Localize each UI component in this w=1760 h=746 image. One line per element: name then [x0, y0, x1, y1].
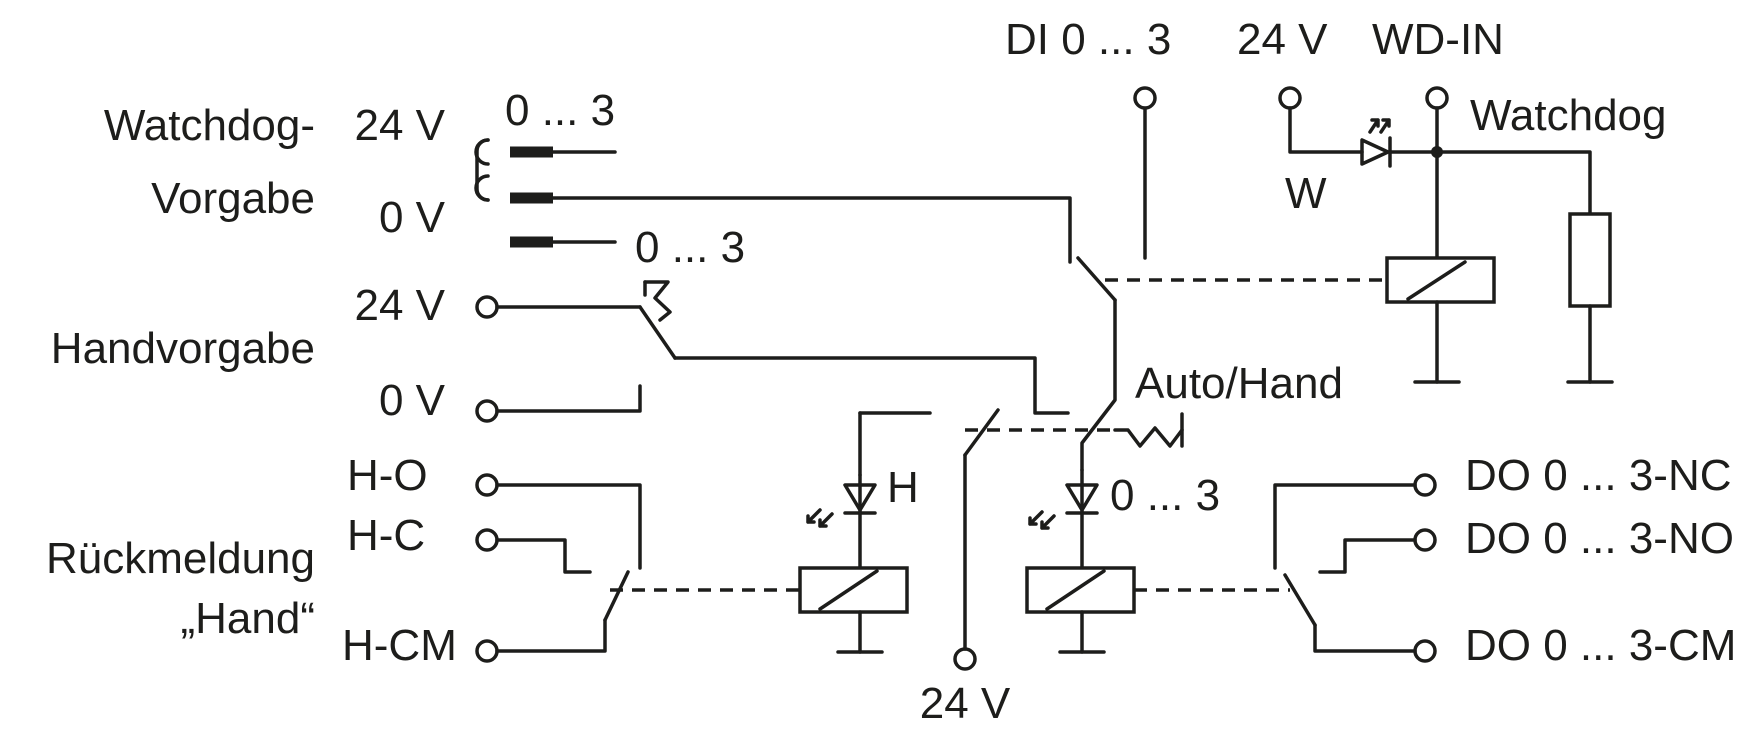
handvorgabe-label: Handvorgabe [51, 324, 315, 373]
output-relay-coil [1025, 566, 1136, 614]
do-nc-label: DO 0 ... 3-NC [1465, 451, 1732, 500]
handvorgabe-0v-label: 0 V [379, 376, 446, 425]
watchdog-relay-coil [1385, 256, 1496, 304]
h-led-label: H [887, 463, 919, 512]
auto-hand-switch [858, 408, 1184, 651]
rueckmeldung-label-line1: Rückmeldung [46, 534, 315, 583]
watchdog-vorgabe-range-bottom: 0 ... 3 [635, 223, 745, 272]
wd-in-label: WD-IN [1372, 15, 1504, 64]
w-label: W [1285, 169, 1327, 218]
output-relay-circuit [1025, 468, 1290, 654]
terminal-do-nc [1413, 473, 1437, 497]
terminal-h-c [475, 528, 499, 552]
watchdog-vorgabe-label-line2: Vorgabe [151, 174, 315, 223]
watchdog-led-icon [1360, 138, 1390, 166]
do-no-label: DO 0 ... 3-NO [1465, 514, 1734, 563]
led-range-label: 0 ... 3 [1110, 471, 1220, 520]
watchdog-0v-wire [551, 96, 1147, 472]
watchdog-vorgabe-plug [474, 138, 617, 248]
terminal-h-o [475, 473, 499, 497]
watchdog-resistor [1568, 212, 1612, 308]
terminal-hand-0v [475, 399, 499, 423]
bottom-24v-label: 24 V [920, 679, 1011, 728]
watchdog-vorgabe-range-top: 0 ... 3 [505, 86, 615, 135]
terminal-do-no [1413, 528, 1437, 552]
h-relay-coil [798, 566, 909, 614]
terminal-di [1133, 86, 1157, 110]
watchdog-vorgabe-0v-label: 0 V [379, 193, 446, 242]
labels: Watchdog- Vorgabe 24 V 0 V 0 ... 3 0 ...… [46, 15, 1736, 728]
do-cm-label: DO 0 ... 3-CM [1465, 621, 1736, 670]
rueckmeldung-label-line2: „Hand“ [181, 594, 316, 643]
di-label: DI 0 ... 3 [1005, 15, 1171, 64]
auto-hand-label: Auto/Hand [1135, 359, 1343, 408]
terminal-wd-in [1425, 86, 1449, 110]
h-relay-circuit [610, 473, 909, 654]
terminal-bottom-24v [953, 647, 977, 671]
terminal-h-cm [475, 639, 499, 663]
h-cm-label: H-CM [342, 621, 457, 670]
watchdog-vorgabe-24v-label: 24 V [354, 101, 445, 150]
watchdog-vorgabe-label-line1: Watchdog- [104, 101, 315, 150]
top-24v-label: 24 V [1237, 15, 1328, 64]
terminal-24v-top [1278, 86, 1302, 110]
watchdog-circuit [1105, 106, 1614, 384]
terminal-do-cm [1413, 639, 1437, 663]
do-contacts [1273, 483, 1417, 653]
h-o-label: H-O [347, 451, 428, 500]
terminal-hand-24v [475, 295, 499, 319]
handvorgabe-24v-label: 24 V [354, 281, 445, 330]
handvorgabe-switch [495, 280, 1070, 415]
watchdog-label: Watchdog [1470, 91, 1666, 140]
rueckmeldung-contacts [495, 483, 642, 653]
h-c-label: H-C [347, 511, 425, 560]
